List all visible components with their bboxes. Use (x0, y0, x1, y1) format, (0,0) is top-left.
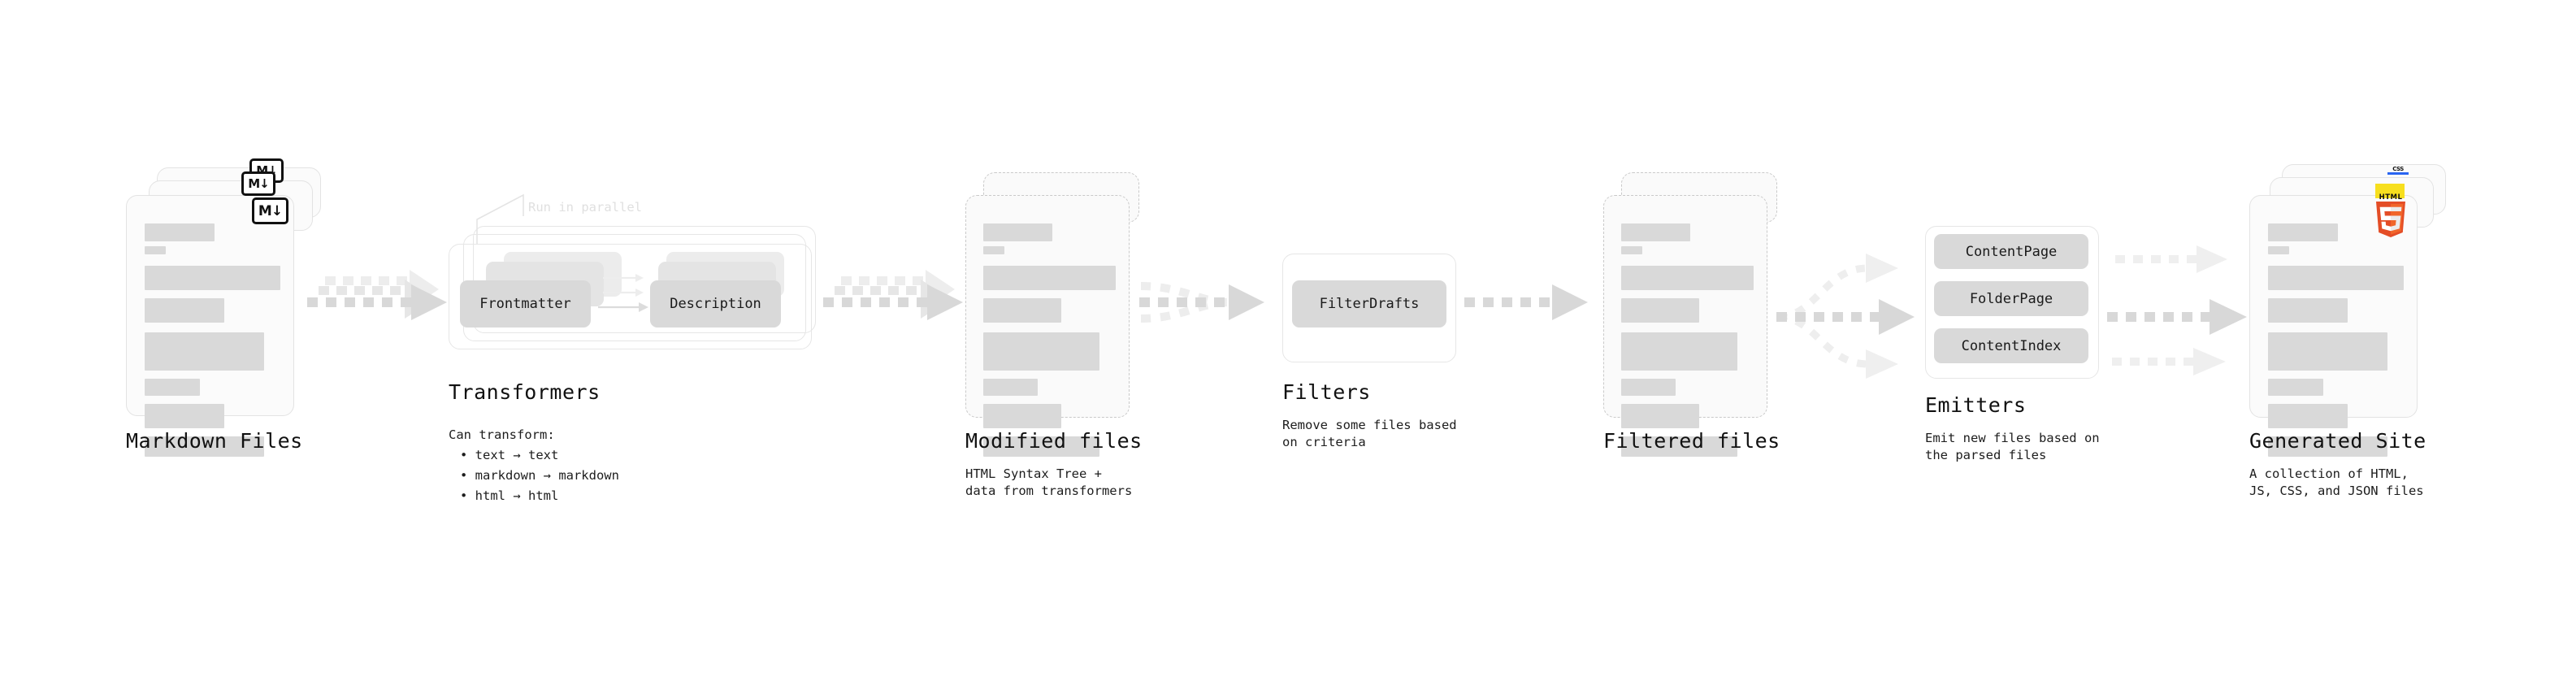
generated-site-subtitle: A collection of HTML, JS, CSS, and JSON … (2249, 466, 2424, 498)
connector-modified-to-filters (1139, 282, 1264, 323)
transformer-panel-back-2 (473, 226, 816, 333)
document-card-front (965, 195, 1130, 457)
page-title-modified-files: Modified files (965, 429, 1143, 453)
document-bars (983, 223, 1116, 457)
document-bar (983, 379, 1038, 396)
document-bar (144, 332, 264, 371)
arrow-frontmatter-to-description (598, 274, 648, 312)
chip-folderpage[interactable]: FolderPage (1934, 281, 2088, 316)
html5-shield-icon (2376, 202, 2405, 237)
transformer-panel-front (449, 244, 812, 349)
emitters-panel (1925, 226, 2099, 379)
document-bar (144, 246, 167, 254)
document-bar (1621, 404, 1700, 428)
document-bars (144, 223, 280, 457)
document-bar (144, 436, 264, 457)
document-card-front (2249, 195, 2418, 457)
document-bar (2267, 404, 2348, 428)
page-title-transformers: Transformers (449, 380, 601, 404)
javascript-badge (2375, 184, 2405, 198)
chip-contentindex[interactable]: ContentIndex (1934, 328, 2088, 363)
emitters-subtitle: Emit new files based on the parsed files (1925, 431, 2100, 462)
document-bar (983, 246, 1005, 254)
page-title-markdown-files: Markdown Files (126, 429, 303, 453)
connector-transformers-to-modified (823, 270, 963, 320)
chip-filterdrafts[interactable]: FilterDrafts (1292, 280, 1446, 327)
document-bar (144, 223, 215, 241)
chip-contentpage[interactable]: ContentPage (1934, 234, 2088, 269)
document-bar (2267, 436, 2387, 457)
document-bars (1621, 223, 1754, 457)
document-bar (144, 298, 225, 323)
document-bar (983, 298, 1062, 323)
modified-files-subtitle: HTML Syntax Tree + data from transformer… (965, 466, 1133, 498)
markdown-badge-back-1: M↓ (241, 171, 275, 196)
connector-filters-to-filtered (1464, 284, 1588, 320)
document-bar (983, 404, 1062, 428)
page-title-filters: Filters (1282, 380, 1371, 404)
document-bar (2267, 332, 2387, 371)
chip-description[interactable]: Description (650, 280, 781, 327)
document-bar (2267, 246, 2290, 254)
filters-panel (1282, 254, 1456, 362)
transformers-list-intro: Can transform: (449, 427, 555, 442)
document-bar (1621, 332, 1738, 371)
document-bar (1621, 266, 1754, 290)
document-bar (983, 266, 1116, 290)
html5-badge: HTML (2374, 193, 2408, 241)
css3-badge: CSS (2387, 166, 2409, 175)
chip-frontmatter[interactable]: Frontmatter (460, 280, 591, 327)
connector-md-to-transformers (307, 270, 447, 320)
document-bar (144, 266, 280, 290)
page-title-generated-site: Generated Site (2249, 429, 2426, 453)
document-bar (2267, 223, 2339, 241)
markdown-badge: M↓ (252, 197, 288, 224)
document-bar (1621, 246, 1643, 254)
transformers-list-item-1: • markdown → markdown (460, 468, 619, 483)
document-bar (983, 436, 1100, 457)
connector-emitters-to-site (2107, 245, 2247, 375)
document-bar (1621, 379, 1676, 396)
page-title-filtered-files: Filtered files (1603, 429, 1780, 453)
document-bar (2267, 298, 2348, 323)
document-bar (1621, 223, 1690, 241)
document-bar (144, 404, 225, 428)
document-bar (2267, 379, 2324, 396)
document-bar (983, 332, 1100, 371)
filters-subtitle: Remove some files based on criteria (1282, 418, 1457, 449)
run-in-parallel-label: Run in parallel (528, 200, 642, 215)
document-bars (2267, 223, 2404, 457)
connector-filtered-to-emitters (1776, 254, 1915, 379)
transformers-list-item-2: • html → html (460, 488, 559, 503)
transformers-list-item-0: • text → text (460, 448, 559, 462)
page-title-emitters: Emitters (1925, 393, 2027, 417)
document-card-front (126, 195, 294, 457)
document-bar (1621, 436, 1738, 457)
document-bar (1621, 298, 1700, 323)
document-card-front (1603, 195, 1767, 457)
document-bar (983, 223, 1052, 241)
document-bar (144, 379, 201, 396)
document-bar (2267, 266, 2404, 290)
